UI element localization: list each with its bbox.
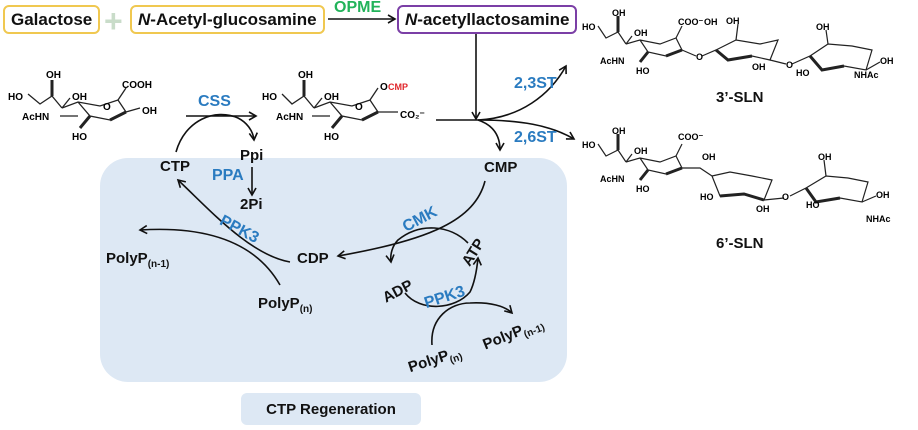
polyp-n-left-sub: (n) xyxy=(299,304,313,315)
sln6-oh4: OH xyxy=(756,204,770,214)
cmp-neu5ac-structure xyxy=(281,80,398,129)
cmp-label: CMP xyxy=(484,159,518,176)
sln6-ho2: HO xyxy=(636,184,650,194)
sln3-oh3: OH xyxy=(704,17,718,27)
cmp-neu5ac-cmp: CMP xyxy=(388,82,408,92)
glcnac-prefix: N xyxy=(138,10,151,29)
st23-enzyme: 2,3ST xyxy=(514,75,557,92)
sln6-ho: HO xyxy=(582,140,596,150)
sln3-coo: COO⁻ xyxy=(678,17,704,27)
sln3-ho: HO xyxy=(582,22,596,32)
neu5ac-oh1: OH xyxy=(46,70,61,81)
neu5ac-ho: HO xyxy=(8,92,23,103)
galactose-label: Galactose xyxy=(11,10,93,29)
lacnac-label: -acetyllactosamine xyxy=(417,10,570,29)
glcnac-box: N-Acetyl-glucosamine xyxy=(130,5,325,34)
st26-enzyme: 2,6ST xyxy=(514,129,557,146)
sln6-label: 6’-SLN xyxy=(716,235,764,252)
sln3-nhac: NHAc xyxy=(854,70,879,80)
css-enzyme: CSS xyxy=(198,93,231,110)
polyp-n1-left-text: PolyP xyxy=(106,250,148,267)
neu5ac-cooh: COOH xyxy=(122,80,152,91)
sln6-oh3: OH xyxy=(702,152,716,162)
neu5ac-structure xyxy=(27,80,141,129)
glcnac-label: -Acetyl-glucosamine xyxy=(150,10,317,29)
cmp-neu5ac-ring-o: O xyxy=(355,102,363,113)
sln3-oh2: OH xyxy=(634,28,648,38)
cmp-neu5ac-achn: AcHN xyxy=(276,112,303,123)
sln6-o: O xyxy=(782,192,789,202)
galactose-box: Galactose xyxy=(3,5,101,34)
cmp-neu5ac-ho: HO xyxy=(262,92,277,103)
lacnac-box: N-acetyllactosamine xyxy=(397,5,578,34)
cmp-release-arrow xyxy=(477,119,505,152)
sln3-oh1: OH xyxy=(612,8,626,18)
neu5ac-ho2: HO xyxy=(72,132,87,143)
sln6-oh5: OH xyxy=(818,152,832,162)
plus-sign: + xyxy=(104,3,123,39)
sln6-ho4: HO xyxy=(806,200,820,210)
sln6-oh2: OH xyxy=(634,146,648,156)
polyp-n-left-text: PolyP xyxy=(258,295,300,312)
sln3-oh5: OH xyxy=(752,62,766,72)
sln6-nhac: NHAc xyxy=(866,214,891,224)
ctp-regeneration-label: CTP Regeneration xyxy=(241,393,421,425)
ctp-regeneration-panel xyxy=(100,158,567,382)
sln3-o2: O xyxy=(786,60,793,70)
sln6-oh1: OH xyxy=(612,126,626,136)
cmp-neu5ac-ho2: HO xyxy=(324,132,339,143)
neu5ac-oh3: OH xyxy=(142,106,157,117)
adp-to-atp-arrow xyxy=(404,256,483,308)
polyp-n1-left-sub: (n-1) xyxy=(147,259,170,270)
neu5ac-ring-o: O xyxy=(103,102,111,113)
atp-to-adp-arrow xyxy=(385,227,469,264)
ppa-enzyme: PPA xyxy=(212,167,244,184)
sln3-ho3: HO xyxy=(796,68,810,78)
cmp-neu5ac-o: O xyxy=(380,82,388,93)
two-pi-label: 2Pi xyxy=(240,196,263,213)
sln3-ho2: HO xyxy=(636,66,650,76)
neu5ac-achn: AcHN xyxy=(22,112,49,123)
opme-label: OPME xyxy=(334,0,382,16)
cmp-neu5ac-oh2: OH xyxy=(324,92,339,103)
cdp-label: CDP xyxy=(297,250,329,267)
ctp-label: CTP xyxy=(160,158,190,175)
polyp-n1-left-label: PolyP(n-1) xyxy=(106,251,169,270)
cdp-to-ctp-arrow xyxy=(176,178,291,263)
cmp-to-cdp-arrow xyxy=(336,180,486,260)
sln6-achn: AcHN xyxy=(600,174,625,184)
lacnac-prefix: N xyxy=(405,10,418,29)
ctp-to-ppi-arrow xyxy=(175,113,259,153)
sln3-o1: O xyxy=(696,52,703,62)
sln3-oh6: OH xyxy=(816,22,830,32)
cmp-neu5ac-co2: CO₂⁻ xyxy=(400,110,425,121)
sln3-achn: AcHN xyxy=(600,56,625,66)
st23-arrow xyxy=(477,64,567,121)
sln6-oh6: OH xyxy=(876,190,890,200)
polyp-right-arrow xyxy=(431,302,514,346)
sln3-oh4: OH xyxy=(726,16,740,26)
cmp-neu5ac-oh1: OH xyxy=(298,70,313,81)
sln3-structure xyxy=(597,16,881,72)
sln3-label: 3’-SLN xyxy=(716,89,764,106)
polyp-left-arrow xyxy=(138,224,281,286)
sln6-structure xyxy=(597,134,877,204)
st26-arrow xyxy=(477,119,576,140)
polyp-n-left-label: PolyP(n) xyxy=(258,296,312,315)
sln6-ho3: HO xyxy=(700,192,714,202)
neu5ac-oh2: OH xyxy=(72,92,87,103)
sln6-coo: COO⁻ xyxy=(678,132,704,142)
ppi-label: Ppi xyxy=(240,147,264,164)
sln3-oh7: OH xyxy=(880,56,894,66)
